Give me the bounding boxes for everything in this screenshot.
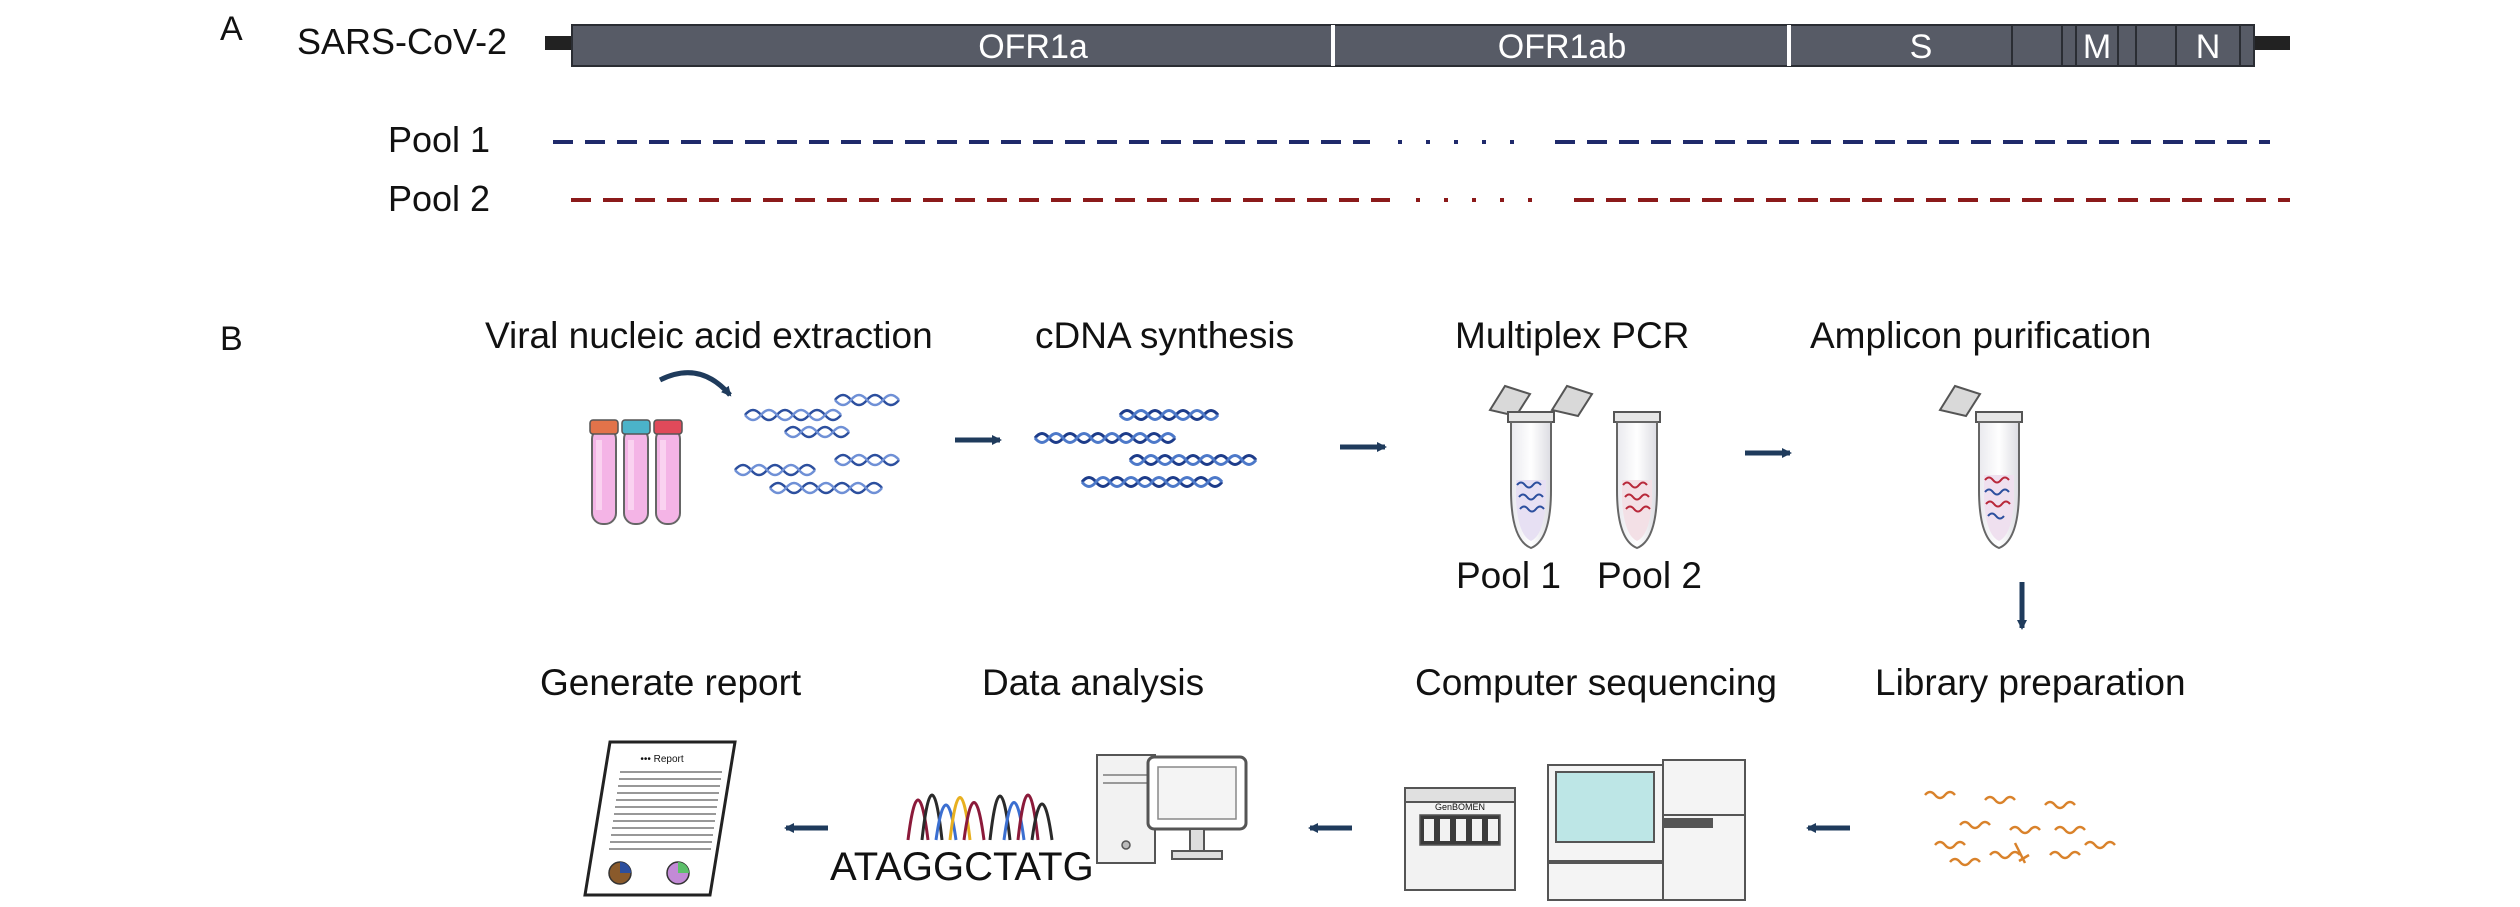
library-fragments-icon [1924,790,2116,867]
segment-label-ofr1a: OFR1a [978,28,1088,66]
tube-pool-2-label: Pool 2 [1597,555,1702,596]
genome-segment-s [1789,24,2013,67]
step-analysis-title: Data analysis [982,662,1204,703]
step-sequencing-title: Computer sequencing [1415,662,1777,703]
segment-label-ofr1ab: OFR1ab [1498,28,1627,66]
panel-b-letter: B [220,320,243,358]
sequencer-large-icon [1547,759,1746,901]
purified-amplicon-tube-icon [1938,384,2023,550]
step-cdna-title: cDNA synthesis [1035,315,1294,356]
sample-tubes-icon [589,370,732,525]
genome-label: SARS-CoV-2 [297,21,507,62]
genome-gap [1787,25,1791,66]
step-purification-title: Amplicon purification [1810,315,2151,356]
genome-backbone-left [545,36,575,50]
report-title: ••• Report [640,754,684,765]
genome-segment-small-3 [2117,24,2137,67]
step-pcr-title: Multiplex PCR [1455,315,1689,356]
genome-segment-small-5 [2239,24,2255,67]
panel-a-letter: A [220,10,243,48]
genome-segment-ofr1a [571,24,1335,67]
segment-label-n: N [2196,28,2221,66]
segment-label-m: M [2083,28,2111,66]
segment-label-s: S [1910,28,1933,66]
genome-segment-small-4 [2135,24,2177,67]
pcr-tube-pool2-icon [1550,384,1661,550]
sequence-readout: ATAGGCTATG [830,845,1094,889]
extracted-rna-icon [734,393,900,495]
step-extraction-title: Viral nucleic acid extraction [485,315,933,356]
sequencer-small-icon: GenBOMEN [1404,787,1516,891]
chromatogram-icon [906,793,1054,841]
computer-icon [1096,754,1248,864]
genome-segment-m [2075,24,2119,67]
genome-segment-n [2175,24,2241,67]
report-document-icon: ••• Report [583,740,737,897]
cdna-icon [1033,409,1258,488]
genome-backbone-right [2252,36,2290,50]
step-library-title: Library preparation [1875,662,2186,703]
tube-pool-1-label: Pool 1 [1456,555,1561,596]
sequencer-brand: GenBOMEN [1435,802,1485,812]
pool-2-label: Pool 2 [388,178,490,219]
genome-segment-small-1 [2011,24,2063,67]
genome-map: OFR1a OFR1ab S M N [545,24,2290,67]
genome-gap [1331,25,1335,66]
genome-segment-small-2 [2061,24,2077,67]
step-report-title: Generate report [540,662,802,703]
pool-1-label: Pool 1 [388,119,490,160]
pcr-tube-pool1-icon [1488,384,1555,550]
